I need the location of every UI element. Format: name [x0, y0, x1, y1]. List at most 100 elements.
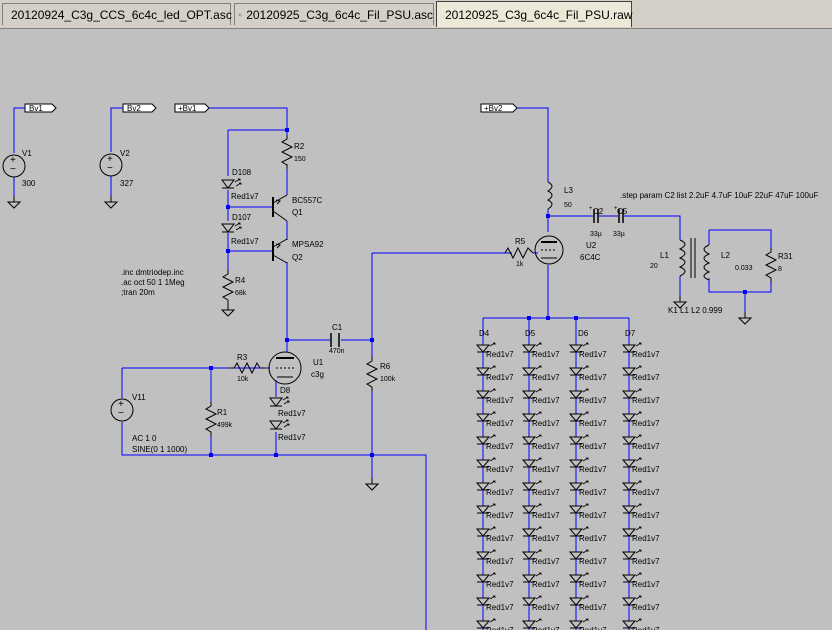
led-cell[interactable]: Red1v7	[621, 455, 660, 478]
transformer-l1-l2[interactable]: L1 20 L2 0.033 K1 L1 L2 0.999	[650, 238, 753, 315]
led-cell[interactable]: Red1v7	[475, 616, 514, 630]
led-value-label: Red1v7	[579, 488, 607, 497]
led-value-label: Red1v7	[632, 580, 660, 589]
led-cell[interactable]: Red1v7	[621, 547, 660, 570]
led-cell[interactable]: Red1v7	[475, 524, 514, 547]
led-cell[interactable]: Red1v7	[621, 524, 660, 547]
led-d108[interactable]: D108 Red1v7	[221, 168, 259, 201]
led-cell[interactable]: Red1v7	[521, 363, 560, 386]
led-value-label: Red1v7	[486, 396, 514, 405]
led-cell[interactable]: Red1v7	[521, 386, 560, 409]
led-d8[interactable]: D8 Red1v7	[269, 386, 306, 418]
svg-text:U1: U1	[313, 358, 324, 367]
led-cell[interactable]: Red1v7	[475, 478, 514, 501]
led-cell[interactable]: Red1v7	[521, 340, 560, 363]
led-cell[interactable]: Red1v7	[621, 432, 660, 455]
tube-u2[interactable]: U2 6C4C	[534, 235, 601, 265]
led-cell[interactable]: Red1v7	[568, 363, 607, 386]
led-cell[interactable]: Red1v7	[521, 570, 560, 593]
led-cell[interactable]: Red1v7	[568, 547, 607, 570]
led-cell[interactable]: Red1v7	[521, 593, 560, 616]
capacitor-c2[interactable]: + C2 33µ	[589, 206, 604, 238]
step-directive[interactable]: .step param C2 list 2.2uF 4.7uF 10uF 22u…	[620, 191, 818, 200]
source-v1[interactable]: + − V1 300	[2, 149, 36, 196]
led-cell[interactable]: Red1v7	[621, 593, 660, 616]
led-cell[interactable]: Red1v7	[621, 340, 660, 363]
led-cell[interactable]: Red1v7	[475, 386, 514, 409]
led-cell[interactable]: Red1v7	[475, 570, 514, 593]
led-value-label: Red1v7	[632, 465, 660, 474]
led-cell[interactable]: Red1v7	[568, 432, 607, 455]
led-cell[interactable]: Red1v7	[568, 386, 607, 409]
led-cell[interactable]: Red1v7	[621, 363, 660, 386]
svg-text:6C4C: 6C4C	[580, 253, 601, 262]
tab-fil-psu-asc[interactable]: 20120925_C3g_6c4c_Fil_PSU.asc	[234, 3, 434, 25]
led-cell[interactable]: Red1v7	[475, 593, 514, 616]
led-cell[interactable]: Red1v7	[568, 593, 607, 616]
led-cell[interactable]: Red1v7	[521, 616, 560, 630]
transistor-q1[interactable]: BC557C Q1	[272, 194, 322, 222]
led-cell[interactable]: Red1v7	[475, 363, 514, 386]
led-value-label: Red1v7	[579, 511, 607, 520]
resistor-r3[interactable]: R3 10k	[230, 353, 265, 383]
led-cell[interactable]: Red1v7	[521, 501, 560, 524]
led-cell[interactable]: Red1v7	[621, 501, 660, 524]
svg-text:L2: L2	[721, 251, 730, 260]
svg-text:327: 327	[120, 179, 134, 188]
led-cell[interactable]: Red1v7	[475, 547, 514, 570]
led-cell[interactable]: Red1v7	[475, 340, 514, 363]
tab-ccs-led-opt[interactable]: 20120924_C3g_CCS_6c4c_led_OPT.asc	[2, 3, 232, 25]
led-cell[interactable]: Red1v7	[521, 432, 560, 455]
led-cell[interactable]: Red1v7	[475, 409, 514, 432]
capacitor-c5[interactable]: + C5 33µ	[613, 206, 628, 238]
resistor-r5[interactable]: R5 1k	[504, 237, 534, 268]
led-d107[interactable]: D107 Red1v7	[221, 213, 259, 246]
led-cell[interactable]: Red1v7	[568, 524, 607, 547]
led-value-label: Red1v7	[579, 603, 607, 612]
tab-bar: 20120924_C3g_CCS_6c4c_led_OPT.asc 201209…	[0, 0, 832, 29]
source-v2[interactable]: + − V2 327	[99, 149, 134, 196]
inductor-l3[interactable]: L3 50	[546, 181, 573, 210]
led-cell[interactable]: Red1v7	[475, 432, 514, 455]
led-cell[interactable]: Red1v7	[621, 409, 660, 432]
led-cell[interactable]: Red1v7	[521, 455, 560, 478]
led-cell[interactable]: Red1v7	[521, 524, 560, 547]
led-cell[interactable]: Red1v7	[568, 340, 607, 363]
led-d8-second[interactable]: Red1v7	[269, 419, 306, 442]
source-v11[interactable]: + − V11 AC 1 0 SINE(0 1 1000)	[110, 393, 187, 454]
resistor-r1[interactable]: R1 499k	[205, 401, 233, 437]
led-cell[interactable]: Red1v7	[475, 501, 514, 524]
resistor-r4[interactable]: R4 68k	[222, 269, 247, 305]
led-value-label: Red1v7	[632, 396, 660, 405]
led-cell[interactable]: Red1v7	[568, 455, 607, 478]
led-cell[interactable]: Red1v7	[568, 501, 607, 524]
led-cell[interactable]: Red1v7	[568, 409, 607, 432]
led-cell[interactable]: Red1v7	[621, 478, 660, 501]
svg-text:68k: 68k	[235, 290, 247, 297]
resistor-r2[interactable]: R2 150	[281, 134, 306, 170]
led-value-label: Red1v7	[632, 626, 660, 630]
schematic-canvas[interactable]: Red1v7 Bv1 Bv2 +Bv1 +Bv2	[0, 28, 832, 630]
led-cell[interactable]: Red1v7	[521, 478, 560, 501]
transistor-q2[interactable]: MPSA92 Q2	[272, 238, 324, 264]
led-cell[interactable]: Red1v7	[568, 478, 607, 501]
led-cell[interactable]: Red1v7	[521, 409, 560, 432]
led-cell[interactable]: Red1v7	[621, 616, 660, 630]
led-column-label: D6	[578, 329, 589, 338]
svg-text:20: 20	[650, 263, 658, 270]
led-cell[interactable]: Red1v7	[621, 570, 660, 593]
led-cell[interactable]: Red1v7	[521, 547, 560, 570]
tube-u1[interactable]: U1 c3g	[268, 340, 324, 385]
capacitor-c1[interactable]: C1 470n	[329, 323, 345, 355]
svg-text:L3: L3	[564, 186, 573, 195]
led-cell[interactable]: Red1v7	[568, 570, 607, 593]
svg-text:V1: V1	[22, 149, 32, 158]
led-cell[interactable]: Red1v7	[621, 386, 660, 409]
resistor-r6[interactable]: R6 100k	[366, 356, 396, 392]
led-cell[interactable]: Red1v7	[475, 455, 514, 478]
led-array[interactable]: Red1v7Red1v7Red1v7Red1v7Red1v7Red1v7Red1…	[475, 340, 660, 630]
resistor-r31[interactable]: R31 8	[765, 247, 793, 283]
spice-directives[interactable]: .inc dmtriodep.inc .ac oct 50 1 1Meg ;tr…	[121, 268, 185, 297]
led-cell[interactable]: Red1v7	[568, 616, 607, 630]
tab-fil-psu-raw[interactable]: 20120925_C3g_6c4c_Fil_PSU.raw	[436, 1, 632, 27]
